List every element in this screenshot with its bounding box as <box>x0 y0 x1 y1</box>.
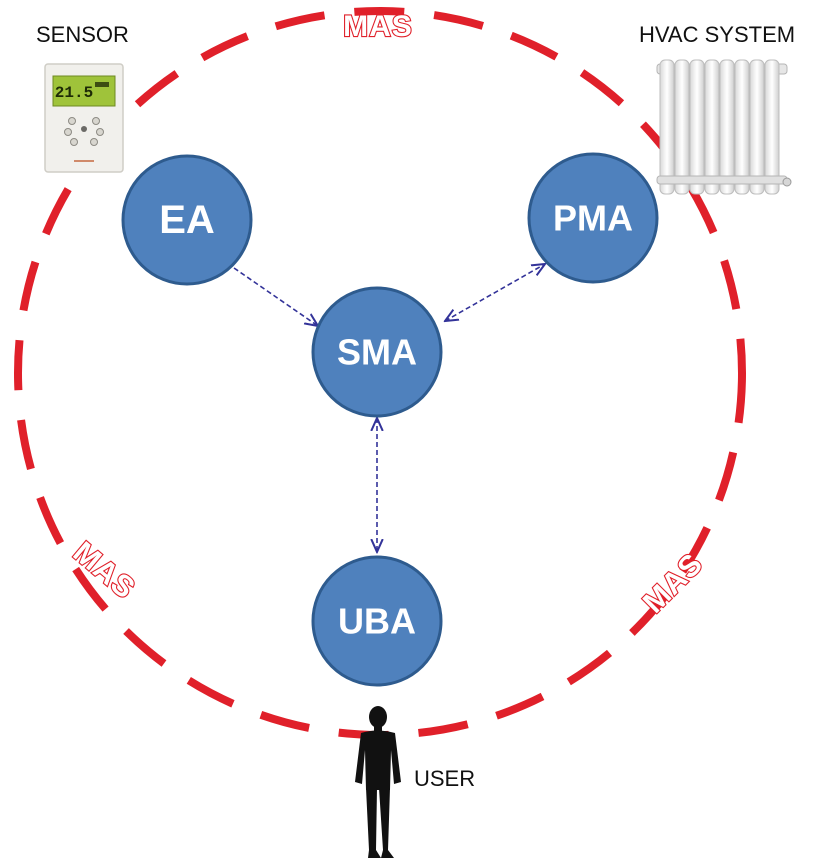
node-ea: EA <box>121 154 253 286</box>
node-uba-label: UBA <box>338 601 416 642</box>
user-label: USER <box>414 766 475 791</box>
thermostat-icon: 21.5 <box>44 63 124 173</box>
user-silhouette-icon <box>355 706 401 858</box>
node-pma-label: PMA <box>553 198 633 239</box>
arrow-ea-to-sma <box>233 267 318 326</box>
node-pma: PMA <box>527 152 659 284</box>
arrow-sma-pma <box>445 264 545 321</box>
mas-label-top: MAS <box>343 10 413 43</box>
node-sma-label: SMA <box>337 332 417 373</box>
node-sma: SMA <box>311 286 443 418</box>
thermostat-display-reading: 21.5 <box>55 84 93 102</box>
hvac-label: HVAC SYSTEM <box>639 22 795 47</box>
radiator-icon <box>656 59 792 195</box>
node-ea-label: EA <box>159 198 215 242</box>
mas-label-right: MAS <box>637 547 710 620</box>
sensor-label: SENSOR <box>36 22 129 47</box>
node-uba: UBA <box>311 555 443 687</box>
